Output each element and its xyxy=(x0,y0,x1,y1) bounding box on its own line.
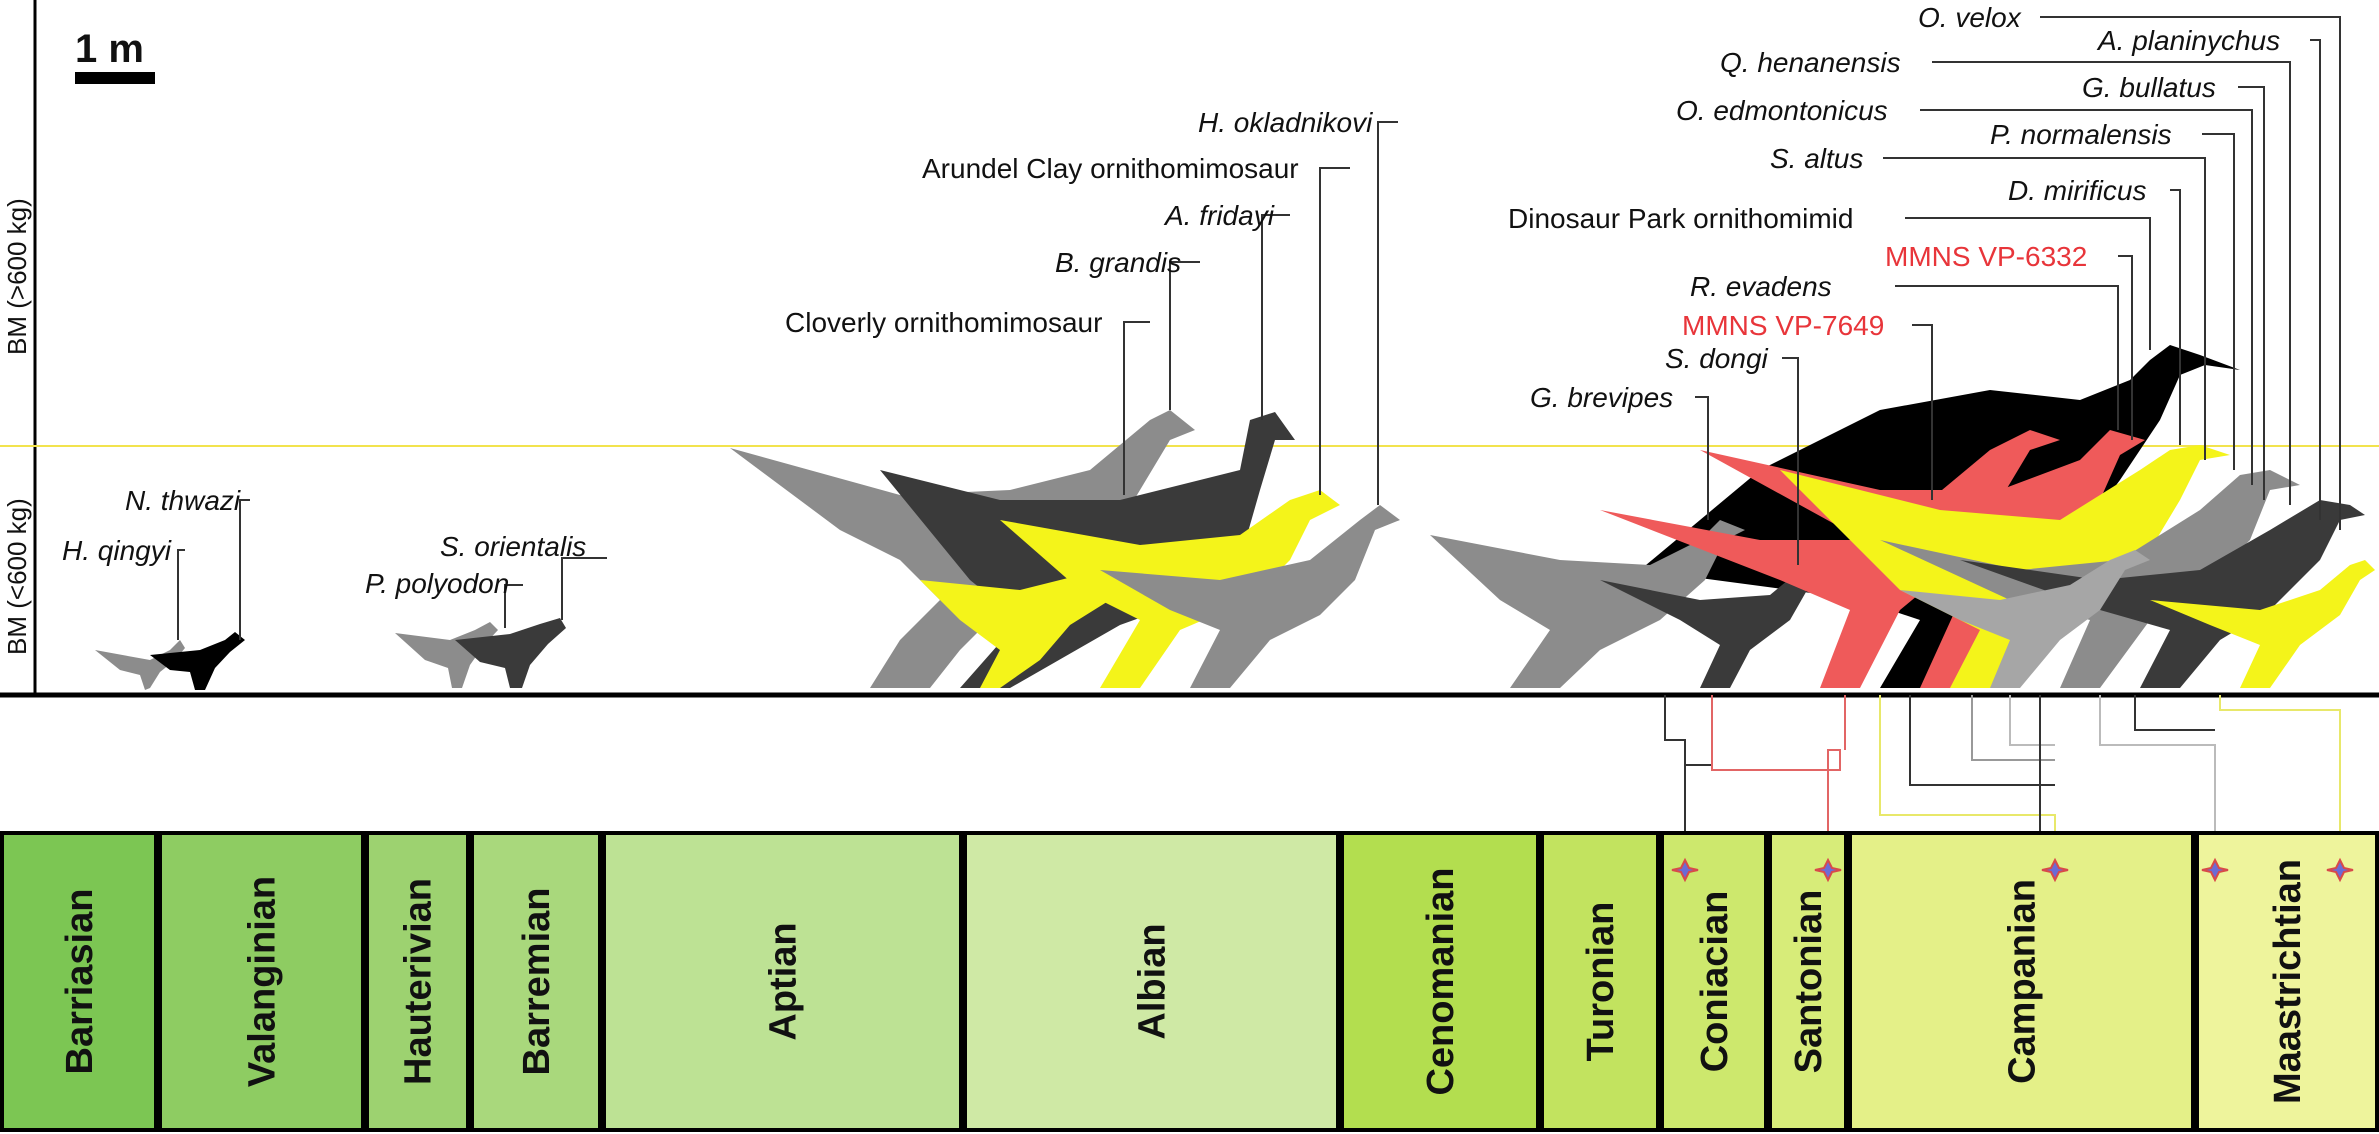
scale-bar-label: 1 m xyxy=(75,27,144,71)
label-arundel: Arundel Clay ornithomimosaur xyxy=(922,153,1299,184)
stage-label-turonian: Turonian xyxy=(1580,902,1622,1062)
stage-label-albian: Albian xyxy=(1132,923,1174,1039)
stage-label-barriasian: Barriasian xyxy=(59,889,101,1075)
label-q-henanensis: Q. henanensis xyxy=(1720,47,1901,78)
stage-label-santonian: Santonian xyxy=(1788,890,1830,1074)
connector-campanian-c xyxy=(2010,695,2055,745)
connector-campanian-b xyxy=(1972,695,2055,760)
silhouette-s-orientalis xyxy=(455,618,566,688)
leader-b-grandis xyxy=(1170,262,1200,410)
connector-campanian-a xyxy=(1910,695,2055,785)
leader-d-mirificus xyxy=(2170,190,2180,445)
label-dinosaur-park: Dinosaur Park ornithomimid xyxy=(1508,203,1853,234)
label-mmns-vp-6332: MMNS VP-6332 xyxy=(1885,241,2087,272)
vertical-axis: BM (>600 kg) BM (<600 kg) xyxy=(2,0,35,695)
label-o-velox: O. velox xyxy=(1918,2,2022,33)
leader-a-planinychus xyxy=(2310,40,2320,520)
stage-label-hauterivian: Hauterivian xyxy=(398,878,440,1085)
label-s-orientalis: S. orientalis xyxy=(440,531,586,562)
leader-g-brevipes xyxy=(1695,397,1708,520)
scale-bar: 1 m xyxy=(75,27,155,84)
label-s-dongi: S. dongi xyxy=(1665,343,1769,374)
stage-label-cenomanian: Cenomanian xyxy=(1420,867,1462,1095)
label-r-evadens: R. evadens xyxy=(1690,271,1832,302)
stage-label-campanian: Campanian xyxy=(2002,879,2044,1084)
axis-label-upper: BM (>600 kg) xyxy=(2,198,32,355)
connector-coniacian-b xyxy=(1685,695,1712,765)
leader-s-orientalis xyxy=(562,558,607,620)
silhouettes xyxy=(95,345,2375,690)
leader-dinosaur-park xyxy=(1905,218,2150,350)
leader-h-qingyi xyxy=(178,550,185,640)
stage-label-coniacian: Coniacian xyxy=(1694,891,1736,1073)
stage-bar: Barriasian Valanginian Hauterivian Barremia… xyxy=(2,833,2377,1130)
label-a-fridayi: A. fridayi xyxy=(1163,200,1275,231)
label-g-bullatus: G. bullatus xyxy=(2082,72,2216,103)
label-mmns-vp-7649: MMNS VP-7649 xyxy=(1682,310,1884,341)
axis-label-lower: BM (<600 kg) xyxy=(2,498,32,655)
stage-label-valanginian: Valanginian xyxy=(242,876,284,1087)
label-cloverly: Cloverly ornithomimosaur xyxy=(785,307,1102,338)
label-p-polyodon: P. polyodon xyxy=(365,568,509,599)
scale-bar-line xyxy=(75,72,155,84)
label-s-altus: S. altus xyxy=(1770,143,1863,174)
connector-maastrichtian-b xyxy=(2135,695,2215,730)
label-h-qingyi: H. qingyi xyxy=(62,535,172,566)
leader-n-thwazi xyxy=(240,500,250,640)
stage-label-maastrichtian: Maastrichtian xyxy=(2267,859,2309,1104)
label-p-normalensis: P. normalensis xyxy=(1990,119,2172,150)
label-g-brevipes: G. brevipes xyxy=(1530,382,1673,413)
label-o-edmontonicus: O. edmontonicus xyxy=(1676,95,1888,126)
stage-label-barremian: Barremian xyxy=(516,888,558,1076)
leader-h-okladnikovi xyxy=(1378,122,1398,505)
leader-a-fridayi xyxy=(1262,215,1290,420)
label-b-grandis: B. grandis xyxy=(1055,247,1181,278)
leader-p-normalensis xyxy=(2202,134,2234,470)
label-d-mirificus: D. mirificus xyxy=(2008,175,2146,206)
stage-label-aptian: Aptian xyxy=(763,922,805,1040)
label-n-thwazi: N. thwazi xyxy=(125,485,241,516)
silhouette-n-thwazi xyxy=(150,632,245,690)
label-a-planinychus: A. planinychus xyxy=(2096,25,2280,56)
label-h-okladnikovi: H. okladnikovi xyxy=(1198,107,1373,138)
